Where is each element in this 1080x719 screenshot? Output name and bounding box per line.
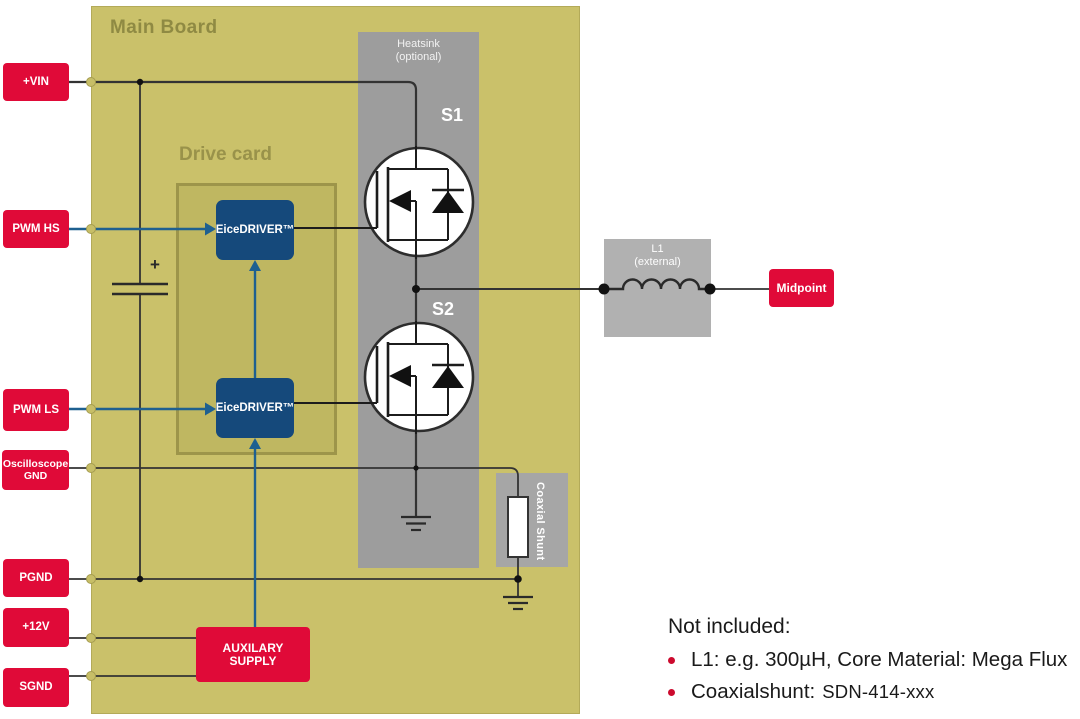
terminal-vin-label: +VIN [23, 75, 49, 88]
mosfet-s2 [291, 319, 475, 436]
terminal-pgnd-label: PGND [19, 571, 53, 584]
terminal-midpoint-label: Midpoint [776, 280, 827, 295]
gate-driver-high-side: EiceDRIVER™ [216, 200, 294, 260]
terminal-pwm-hs-label: PWM HS [12, 222, 60, 235]
switch-s1-label: S1 [441, 105, 464, 125]
gate-driver-high-side-label: EiceDRIVER™ [215, 224, 295, 236]
bullet-dot-icon [668, 688, 675, 696]
arrowheads [205, 222, 261, 449]
terminal-oscilloscope-gnd-line1: Oscilloscope [2, 458, 69, 470]
terminal-sgnd: SGND [3, 668, 69, 707]
capacitor-symbol [112, 282, 168, 296]
shunt-resistor-body [507, 496, 529, 558]
terminal-oscilloscope-gnd: Oscilloscope GND [2, 450, 69, 490]
heatsink-label-line2: (optional) [395, 51, 442, 63]
switch-s2-label: S2 [432, 299, 455, 319]
heatsink-label-line1: Heatsink [397, 38, 440, 50]
terminal-oscilloscope-gnd-line2: GND [23, 470, 48, 482]
wire-oscilloscope-gnd [69, 467, 519, 499]
heatsink-label: Heatsink (optional) [358, 38, 479, 64]
junction-dots [136, 78, 716, 583]
note-bullet-shunt-text: Coaxialshunt: [691, 680, 816, 703]
inductor-coil-symbol [604, 278, 710, 291]
ground-symbol-shunt [503, 595, 533, 611]
drive-card-title: Drive card [179, 144, 272, 165]
capacitor-plus-sign: + [150, 255, 160, 274]
main-board-title: Main Board [110, 17, 218, 38]
terminal-12v: +12V [3, 608, 69, 647]
not-included-note: Not included: L1: e.g. 300µH, Core Mater… [668, 615, 1074, 712]
board-edge-connector-dots [86, 77, 96, 681]
terminal-sgnd-label: SGND [19, 681, 53, 693]
terminal-pwm-ls-label: PWM LS [13, 403, 59, 416]
terminal-vin: +VIN [3, 63, 69, 101]
auxiliary-supply-block: AUXILARY SUPPLY [196, 627, 310, 682]
auxiliary-supply-line1: AUXILARY [222, 640, 284, 655]
heatsink-region [358, 32, 479, 568]
note-bullet-shunt: Coaxialshunt: SDN-414-xxx [668, 680, 1074, 704]
wire-vin [69, 80, 418, 172]
inductor-l1-label-line2: (external) [634, 256, 681, 268]
terminal-12v-label: +12V [22, 621, 50, 633]
note-title: Not included: [668, 615, 791, 638]
gate-driver-low-side-label: EiceDRIVER™ [215, 402, 295, 414]
coaxial-shunt-label: Coaxial Shunt [534, 481, 546, 561]
auxiliary-supply-line2: SUPPLY [229, 653, 277, 668]
mosfet-s1 [291, 144, 475, 261]
note-bullet-shunt-code: SDN-414-xxx [822, 681, 935, 702]
note-bullet-l1: L1: e.g. 300µH, Core Material: Mega Flux [668, 648, 1074, 672]
terminal-pwm-ls: PWM LS [3, 389, 69, 431]
terminal-midpoint: Midpoint [769, 269, 834, 307]
terminal-pgnd: PGND [3, 559, 69, 597]
ground-symbol-s2 [401, 515, 431, 532]
gate-driver-low-side: EiceDRIVER™ [216, 378, 294, 438]
inductor-l1-label-line1: L1 [651, 243, 664, 255]
note-bullet-l1-text: L1: e.g. 300µH, Core Material: Mega Flux [691, 648, 1068, 671]
bullet-dot-icon [668, 656, 675, 664]
terminal-pwm-hs: PWM HS [3, 210, 69, 248]
inductor-l1-label: L1 (external) [604, 243, 711, 269]
